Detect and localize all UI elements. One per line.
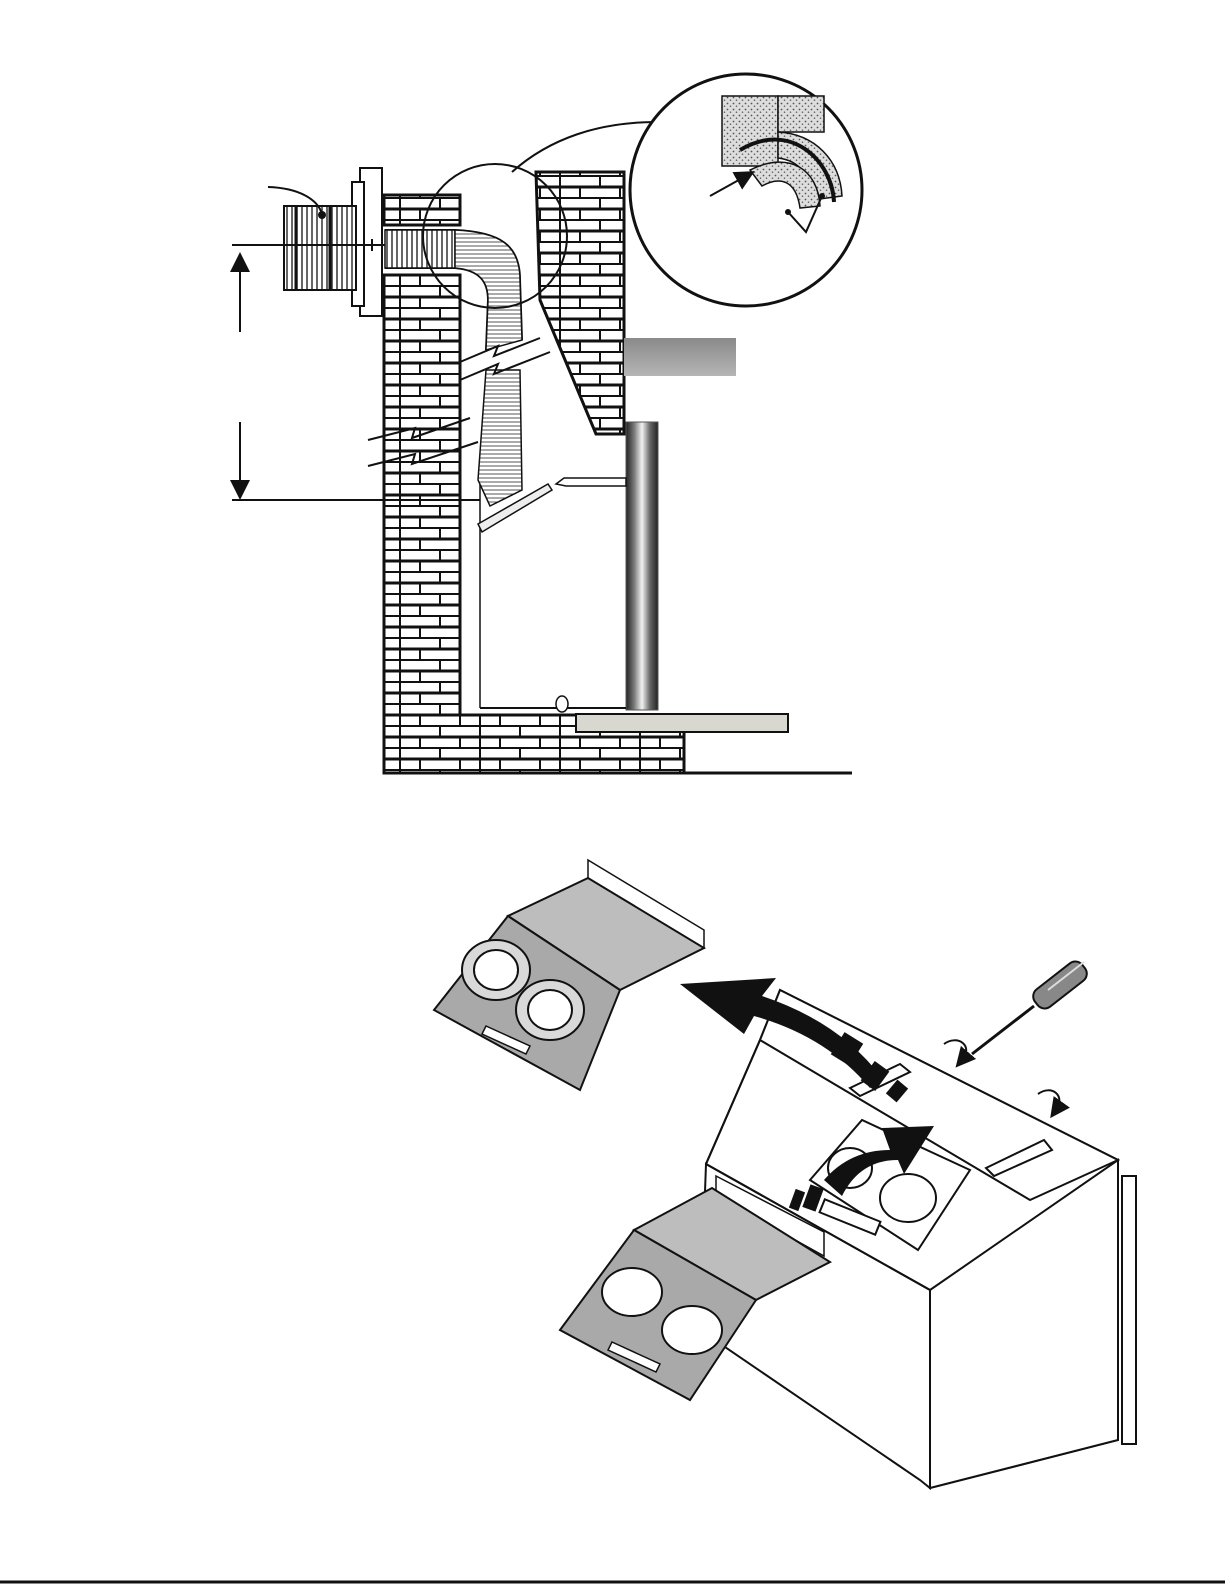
screwdriver-icon	[972, 958, 1090, 1054]
vent-collar-relocation-figure	[434, 860, 1136, 1488]
vent-collar-plate-removed	[434, 860, 704, 1090]
front-brick-wall	[384, 195, 460, 715]
hearth-extension	[576, 714, 788, 732]
mantel-shelf	[624, 338, 736, 376]
detail-callout	[630, 74, 862, 306]
rear-brick-wall	[536, 172, 624, 434]
vent-terminal	[268, 168, 382, 316]
surround-column	[626, 422, 658, 710]
chimney-cross-section-figure	[232, 74, 862, 773]
